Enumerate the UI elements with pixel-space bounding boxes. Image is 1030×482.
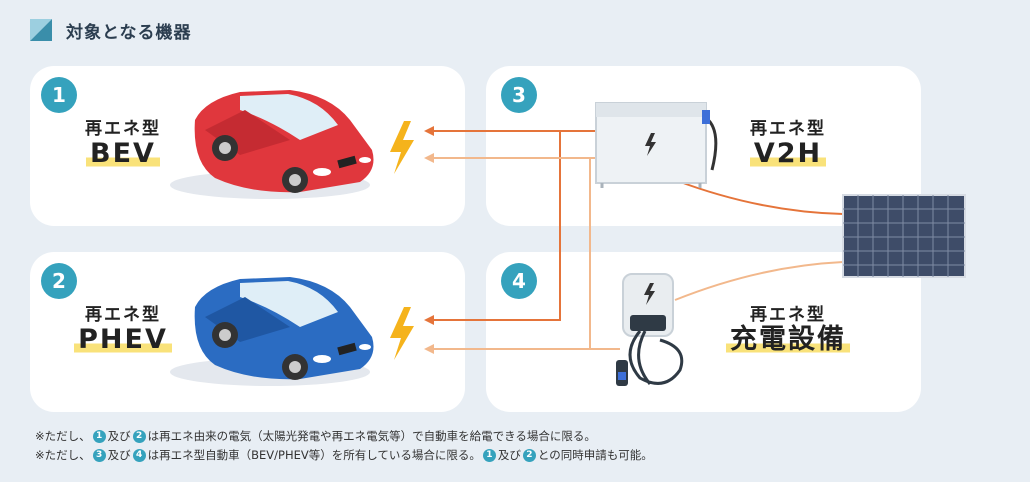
number-dot: 4	[132, 449, 146, 462]
panel-line-light	[674, 261, 844, 301]
note-text: 及び	[107, 448, 131, 462]
number-dot: 3	[92, 449, 106, 462]
note-text: ※ただし、	[35, 448, 91, 462]
number-dot: 1	[92, 430, 106, 443]
label-subtitle: 再エネ型	[750, 119, 826, 139]
header-square-icon	[30, 19, 52, 41]
label-subtitle: 再エネ型	[85, 305, 161, 325]
note-text: ※ただし、	[35, 429, 91, 443]
number-badge: 3	[501, 77, 537, 113]
section-title: 対象となる機器	[66, 22, 192, 43]
note-text: との同時申請も可能。	[537, 448, 653, 462]
label-phev: 再エネ型 PHEV	[48, 300, 198, 355]
note-text: は再エネ型自動車（BEV/PHEV等）を所有している場合に限る。	[147, 448, 481, 462]
blue-car-illustration	[170, 277, 374, 386]
arrowheads-dark	[424, 126, 434, 325]
note-text: 及び	[107, 429, 131, 443]
number-dot: 2	[132, 430, 146, 443]
solar-panel-illustration	[842, 194, 966, 278]
label-bev: 再エネ型 BEV	[48, 114, 198, 169]
ev-charger-illustration	[616, 273, 684, 386]
panel-line-dark	[674, 179, 844, 215]
power-line-dark	[430, 131, 561, 321]
label-title: PHEV	[74, 325, 172, 355]
number-dot: 2	[522, 449, 536, 462]
section-header: 対象となる機器	[30, 14, 192, 46]
note-text: 及び	[497, 448, 521, 462]
label-v2h: 再エネ型 V2H	[713, 114, 863, 169]
number-badge: 1	[41, 77, 77, 113]
number-dot: 1	[482, 449, 496, 462]
label-title: BEV	[86, 139, 160, 169]
label-title: 充電設備	[726, 325, 850, 355]
lightning-bolt-icon	[390, 121, 414, 174]
red-car-illustration	[170, 90, 374, 199]
number-badge: 4	[501, 263, 537, 299]
note-text: は再エネ由来の電気（太陽光発電や再エネ電気等）で自動車を給電できる場合に限る。	[147, 429, 596, 443]
label-title: V2H	[749, 139, 827, 169]
number-badge: 2	[41, 263, 77, 299]
label-charger: 再エネ型 充電設備	[700, 300, 876, 355]
lightning-bolt-icon	[390, 307, 414, 360]
arrowheads-light	[424, 153, 434, 354]
label-subtitle: 再エネ型	[85, 119, 161, 139]
label-subtitle: 再エネ型	[750, 305, 826, 325]
v2h-unit-illustration	[595, 102, 718, 188]
